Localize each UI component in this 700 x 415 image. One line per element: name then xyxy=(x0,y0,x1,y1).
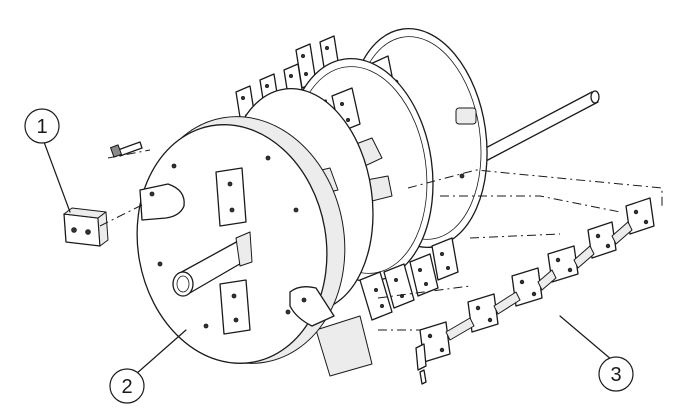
front-disc-bracket-top xyxy=(215,167,247,227)
blade-chain-assembly xyxy=(415,197,655,385)
front-hub-shaft xyxy=(172,231,253,297)
front-disc-bracket-left xyxy=(139,183,185,221)
assembly-guide-lines xyxy=(99,149,663,331)
callout-3-label: 3 xyxy=(610,364,621,386)
drive-shaft xyxy=(476,90,600,164)
callout-1-label: 1 xyxy=(36,116,47,138)
callout-2-label: 2 xyxy=(121,376,132,398)
lower-blade-group xyxy=(315,237,459,377)
callout-2: 2 xyxy=(109,368,145,404)
callout-leader-lines xyxy=(43,141,613,375)
spare-blade-part xyxy=(63,207,109,247)
front-disc-bracket-right xyxy=(289,286,335,327)
bolt xyxy=(109,141,143,158)
callout-3: 3 xyxy=(598,356,634,392)
callout-1: 1 xyxy=(24,108,60,144)
front-disc-bracket-bottom xyxy=(219,279,251,335)
